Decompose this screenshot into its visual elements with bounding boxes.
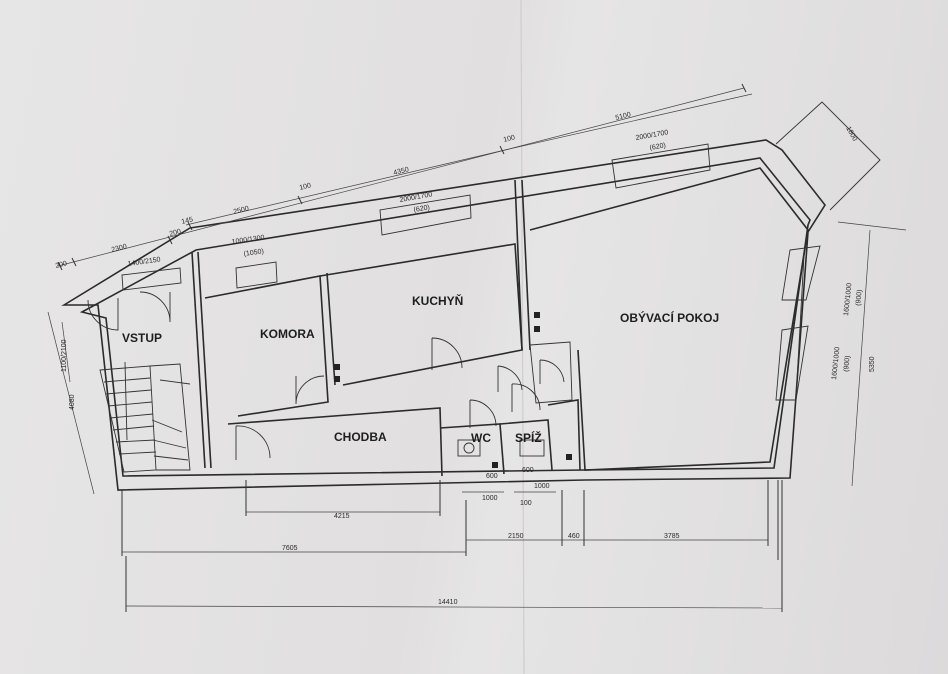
dim-bottom-4215: 4215 bbox=[334, 513, 350, 520]
dim-top-200b: 200 bbox=[169, 228, 182, 238]
opening-spiz-small: 600 bbox=[522, 467, 534, 474]
dim-top-100b: 100 bbox=[503, 134, 516, 144]
paper-fold bbox=[520, 0, 525, 674]
wc-fixtures bbox=[457, 439, 545, 457]
entry-niche bbox=[529, 341, 573, 404]
room-label-vstup: VSTUP bbox=[122, 331, 162, 345]
dim-spiz-1000: 1000 bbox=[534, 483, 550, 490]
dim-top-2300: 2300 bbox=[111, 243, 128, 254]
wall-kuchyn-obyvaci bbox=[514, 179, 523, 351]
dim-top-4350: 4350 bbox=[393, 166, 410, 177]
room-label-wc: WC bbox=[471, 431, 491, 445]
wall-komora bbox=[204, 275, 329, 417]
dim-top-2500: 2500 bbox=[233, 205, 250, 216]
wall-spiz-right bbox=[547, 399, 581, 471]
dim-top-145: 145 bbox=[181, 216, 194, 226]
opening-vstup-window: 1400/2150 bbox=[127, 256, 161, 268]
opening-side-window-1b: (900) bbox=[855, 289, 864, 306]
dim-bottom-460: 460 bbox=[568, 533, 580, 540]
wall-vstup-komora bbox=[191, 251, 206, 469]
opening-kuchyn-window-b: (620) bbox=[413, 204, 430, 214]
dim-right-5350: 5350 bbox=[869, 356, 876, 372]
opening-vstup-door: 1100/2100 bbox=[61, 339, 68, 372]
dimension-lines bbox=[47, 83, 907, 612]
vent-markers bbox=[334, 312, 572, 468]
opening-side-window-2a: 1600/1000 bbox=[831, 346, 841, 380]
dim-bottom-3785: 3785 bbox=[664, 533, 680, 540]
opening-side-window-2b: (900) bbox=[843, 355, 852, 372]
wall-kuchyn bbox=[319, 243, 523, 386]
opening-obyvaci-window-a: 2000/1700 bbox=[635, 129, 669, 142]
wall-obyvaci bbox=[529, 167, 809, 471]
dim-left-4080: 4080 bbox=[69, 394, 76, 410]
room-label-chodba: CHODBA bbox=[334, 430, 387, 444]
doors bbox=[87, 291, 565, 460]
dim-wc-1000: 1000 bbox=[482, 495, 498, 502]
dim-top-200: 200 bbox=[55, 260, 68, 270]
staircase bbox=[99, 361, 191, 473]
room-label-komora: KOMORA bbox=[260, 327, 315, 341]
dim-corner-1800: 1800 bbox=[844, 126, 858, 143]
windows bbox=[121, 143, 821, 401]
inner-wall-outline bbox=[79, 157, 811, 477]
dim-bottom-7605: 7605 bbox=[282, 545, 298, 552]
wall-vstup-komora-2 bbox=[197, 251, 212, 469]
opening-side-window-1a: 1600/1000 bbox=[843, 282, 853, 316]
corner-bay bbox=[775, 101, 881, 211]
wall-chodba bbox=[227, 407, 443, 477]
dim-top-100a: 100 bbox=[299, 182, 312, 192]
dim-bottom-14410: 14410 bbox=[438, 599, 458, 606]
opening-komora-window-a: 1000/1300 bbox=[231, 234, 265, 246]
opening-komora-window-b: (1050) bbox=[243, 248, 264, 258]
dim-top-5100: 5100 bbox=[615, 111, 632, 122]
wall-spiz bbox=[499, 419, 553, 471]
opening-wc-small: 600 bbox=[486, 473, 498, 480]
wall-kuchyn-obyvaci-2 bbox=[521, 179, 531, 351]
room-label-kuchyn: KUCHYŇ bbox=[412, 293, 463, 308]
room-label-spiz: SPÍŽ bbox=[515, 430, 542, 445]
opening-obyvaci-window-b: (620) bbox=[649, 142, 666, 152]
dim-small-100: 100 bbox=[520, 500, 532, 507]
room-label-obyvaci-pokoj: OBÝVACÍ POKOJ bbox=[620, 310, 719, 325]
wall-komora-kuchyn bbox=[326, 272, 336, 386]
dim-bottom-2150: 2150 bbox=[508, 533, 524, 540]
